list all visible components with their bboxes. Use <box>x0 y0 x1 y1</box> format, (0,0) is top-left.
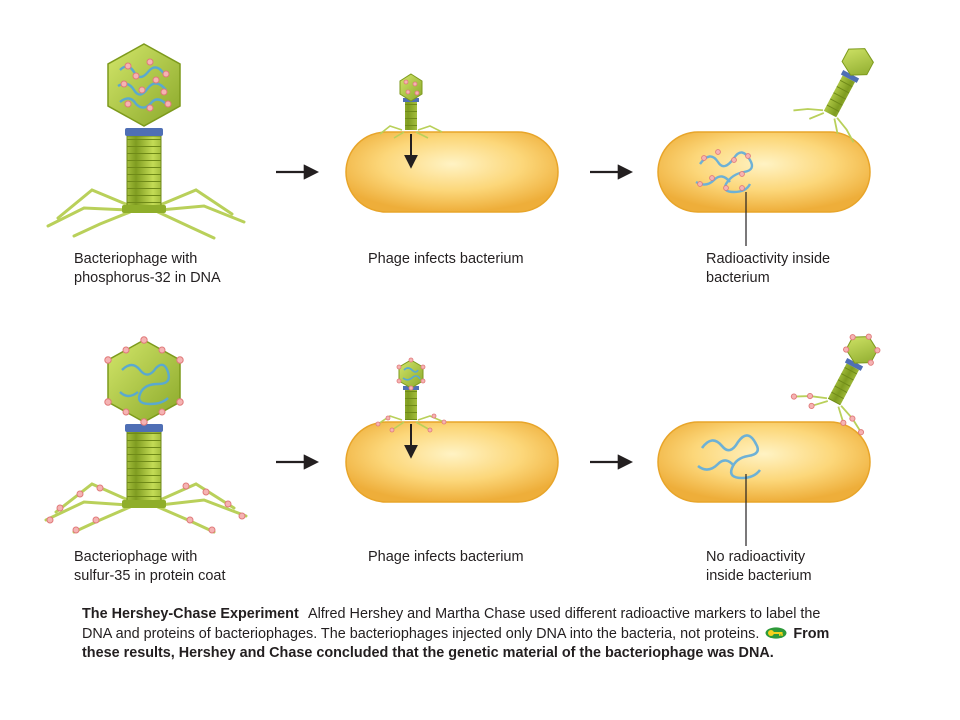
label-infects-1: Phage infects bacterium <box>368 250 524 269</box>
phage-base <box>122 500 166 508</box>
phage-ghost-1 <box>793 48 874 143</box>
label-line: Bacteriophage with <box>74 549 198 565</box>
figure-caption: The Hershey-Chase Experiment Alfred Hers… <box>82 605 842 664</box>
label-phage-s35: Bacteriophage with sulfur-35 in protein … <box>74 548 226 586</box>
label-line: Phage infects bacterium <box>368 549 524 565</box>
p32-markers <box>697 149 751 191</box>
phage-legs <box>44 482 248 534</box>
label-line: Bacteriophage with <box>74 251 198 267</box>
label-line: Phage infects bacterium <box>368 251 524 267</box>
key-icon <box>765 626 787 639</box>
bacterium <box>345 421 559 503</box>
label-line: phosphorus-32 in DNA <box>74 270 221 286</box>
attached-phage <box>379 73 443 139</box>
phage-collar <box>125 128 163 136</box>
dna <box>697 434 762 480</box>
bacterium <box>345 131 559 213</box>
caption-title: The Hershey-Chase Experiment <box>82 606 299 622</box>
label-phage-p32: Bacteriophage with phosphorus-32 in DNA <box>74 250 221 288</box>
bacterium <box>657 421 871 503</box>
label-line: bacterium <box>706 270 770 286</box>
phage-tail <box>126 135 162 209</box>
bacterium-infected-1 <box>345 73 559 213</box>
phage-base <box>122 205 166 213</box>
label-line: No radioactivity <box>706 549 806 565</box>
p32-markers <box>120 58 172 112</box>
bacterium-infected-2 <box>345 357 559 503</box>
label-result-1: Radioactivity inside bacterium <box>706 250 830 288</box>
label-line: sulfur-35 in protein coat <box>74 568 226 584</box>
attached-phage <box>375 357 447 433</box>
phage-legs <box>46 188 246 240</box>
label-infects-2: Phage infects bacterium <box>368 548 524 567</box>
dna <box>119 363 171 406</box>
bacterium <box>657 131 871 213</box>
s35-markers <box>104 336 184 426</box>
label-result-2: No radioactivity inside bacterium <box>706 548 812 586</box>
phage-head <box>107 339 181 423</box>
label-line: Radioactivity inside <box>706 251 831 267</box>
phage-s35 <box>44 336 248 534</box>
caption-conclusion: From these results, Hershey and Chase co… <box>82 625 830 662</box>
bacterium-radioactive <box>657 131 871 246</box>
phage-tail <box>126 431 162 505</box>
phage-collar <box>125 424 163 432</box>
s35-markers <box>46 482 246 534</box>
bacterium-not-radioactive <box>657 421 871 546</box>
label-line: inside bacterium <box>706 568 812 584</box>
phage-ghost-2 <box>790 333 881 436</box>
phage-p32 <box>46 43 246 240</box>
caption-body: Alfred Hershey and Martha Chase used dif… <box>82 606 821 642</box>
